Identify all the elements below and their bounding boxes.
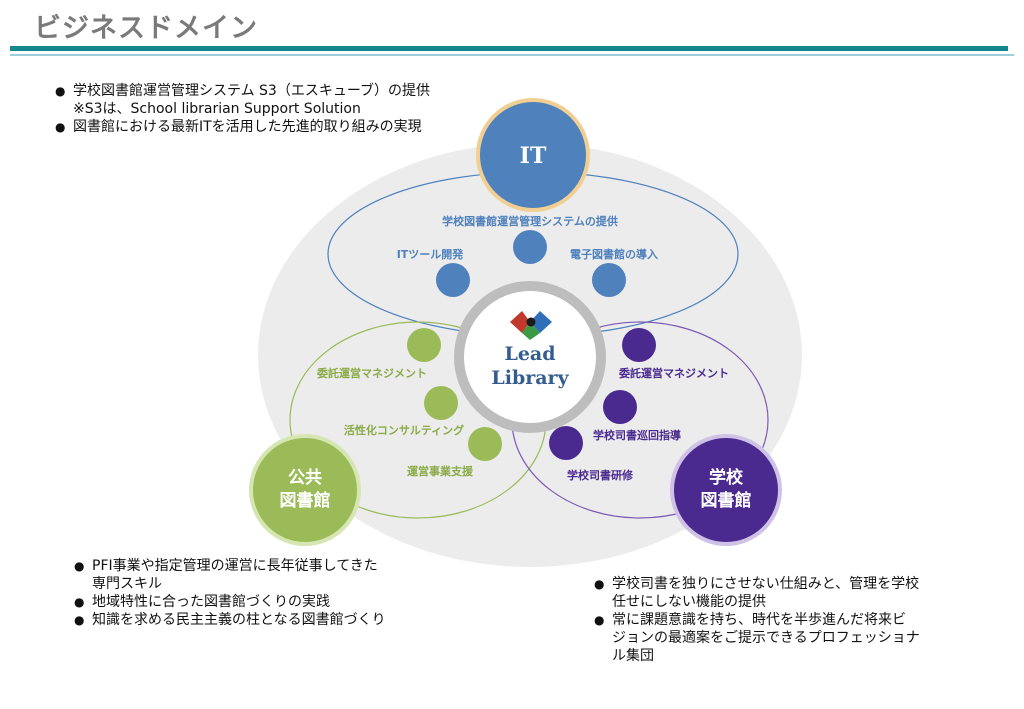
bullet-text: 知識を求める民主主義の柱となる図書館づくり: [92, 612, 386, 628]
note-prefix: ※S3は、: [73, 101, 131, 117]
bullet-icon: ●: [74, 595, 85, 609]
bullet-text: 学校司書を独りにさせない仕組みと、管理を学校任せにしない機能の提供: [612, 575, 919, 611]
bullet-line: 任せにしない機能の提供: [612, 594, 766, 610]
public-item-dot: [407, 328, 441, 362]
bullet-text: 学校図書館運営管理システム S3（エスキューブ）の提供: [73, 83, 430, 99]
bullet-line: ル集団: [612, 648, 654, 664]
it-domain-circle: [476, 98, 590, 212]
it-item-label: 電子図書館の導入: [570, 247, 658, 261]
it-item-dot: [436, 263, 470, 297]
bullet-icon: ●: [74, 613, 85, 627]
it-item-label: ITツール開発: [397, 247, 465, 261]
public-item-label: 活性化コンサルティング: [344, 423, 464, 437]
public-item-label: 委託運営マネジメント: [316, 366, 427, 380]
bullet-item: ● PFI事業や指定管理の運営に長年従事してきた専門スキル: [74, 557, 444, 593]
school-item-label: 学校司書研修: [567, 468, 634, 482]
title-rule-accent: [10, 54, 1014, 56]
bullet-item: ● 学校図書館運営管理システム S3（エスキューブ）の提供: [55, 82, 525, 100]
public-bullet-list: ● PFI事業や指定管理の運営に長年従事してきた専門スキル ● 地域特性に合った…: [74, 557, 444, 629]
school-item-dot: [622, 328, 656, 362]
bullet-line: 学校司書を独りにさせない仕組みと、管理を学校: [612, 576, 920, 592]
public-domain-label-1: 公共: [288, 468, 322, 488]
school-domain-label-2: 図書館: [701, 490, 752, 511]
center-label-2: Library: [491, 367, 569, 389]
bullet-text: 地域特性に合った図書館づくりの実践: [92, 594, 330, 610]
bullet-icon: ●: [594, 577, 605, 591]
bullet-icon: ●: [55, 120, 66, 134]
it-item-dot: [513, 230, 547, 264]
center-ring: [454, 281, 606, 433]
title-rule: [10, 46, 1008, 51]
bullet-line: ジョンの最適案をご提示できるプロフェッショナ: [612, 630, 920, 646]
bullet-line: PFI事業や指定管理の運営に長年従事してきた: [92, 558, 378, 574]
public-item-dot: [424, 386, 458, 420]
school-domain-circle: [670, 434, 782, 546]
school-item-label: 学校司書巡回指導: [593, 428, 681, 442]
public-domain-circle: [249, 434, 361, 546]
school-item-dot: [603, 390, 637, 424]
top-bullet-list: ● 学校図書館運営管理システム S3（エスキューブ）の提供 ※S3は、Schoo…: [55, 82, 525, 136]
bullet-item: ● 地域特性に合った図書館づくりの実践: [74, 593, 444, 611]
bullet-text: PFI事業や指定管理の運営に長年従事してきた専門スキル: [92, 557, 378, 593]
bullet-line: 常に課題意識を持ち、時代を半歩進んだ将来ビ: [612, 612, 906, 628]
bullet-item: ● 学校司書を独りにさせない仕組みと、管理を学校任せにしない機能の提供: [594, 575, 966, 611]
it-item-label: 学校図書館運営管理システムの提供: [442, 214, 618, 228]
it-item-dot: [592, 263, 626, 297]
it-domain-label: IT: [520, 143, 547, 169]
note-text: School librarian Support Solution: [130, 101, 361, 117]
bullet-text: 図書館における最新ITを活用した先進的取り組みの実現: [73, 119, 422, 135]
bullet-item: ● 知識を求める民主主義の柱となる図書館づくり: [74, 611, 444, 629]
school-bullet-list: ● 学校司書を独りにさせない仕組みと、管理を学校任せにしない機能の提供 ● 常に…: [594, 575, 966, 665]
school-item-dot: [549, 426, 583, 460]
bullet-text: 常に課題意識を持ち、時代を半歩進んだ将来ビジョンの最適案をご提示できるプロフェッ…: [612, 611, 920, 665]
center-label-1: Lead: [504, 343, 555, 365]
school-domain-label-1: 学校: [709, 467, 744, 488]
public-item-label: 運営事業支援: [407, 464, 474, 478]
school-item-label: 委託運営マネジメント: [618, 366, 729, 380]
bullet-line: 専門スキル: [92, 576, 162, 592]
page-title: ビジネスドメイン: [34, 13, 258, 44]
lead-library-logo-icon: [510, 311, 552, 340]
public-domain-label-2: 図書館: [280, 490, 331, 511]
bullet-icon: ●: [594, 613, 605, 627]
bullet-note: ※S3は、School librarian Support Solution: [55, 100, 525, 118]
bullet-icon: ●: [74, 559, 85, 573]
bullet-icon: ●: [55, 84, 66, 98]
bullet-item: ● 常に課題意識を持ち、時代を半歩進んだ将来ビジョンの最適案をご提示できるプロフ…: [594, 611, 966, 665]
bullet-item: ● 図書館における最新ITを活用した先進的取り組みの実現: [55, 118, 525, 136]
public-item-dot: [468, 427, 502, 461]
